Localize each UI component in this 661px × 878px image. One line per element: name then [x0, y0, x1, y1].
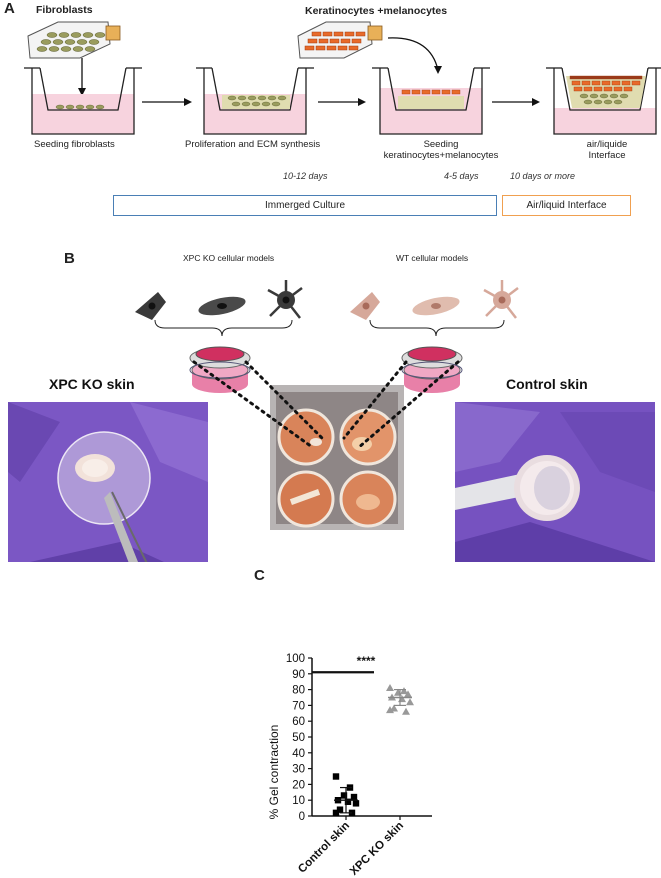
ko-models-label: XPC KO cellular models [183, 253, 275, 263]
data-point-xpc-ko [386, 706, 394, 714]
data-point-xpc-ko [386, 684, 394, 692]
y-tick-label: 60 [292, 716, 305, 728]
well-plate-photo [270, 385, 404, 530]
data-point-xpc-ko [406, 698, 414, 706]
dotted-connectors [192, 360, 460, 450]
panel-b-diagram [8, 280, 655, 562]
data-point-xpc-ko [402, 707, 410, 715]
data-point-xpc-ko [404, 690, 412, 698]
panel-a-letter: A [4, 0, 15, 17]
wt-brace [369, 319, 505, 337]
y-tick-label: 80 [292, 685, 305, 697]
panel-a-diagram [24, 21, 661, 135]
culture-insert-4 [546, 67, 661, 135]
y-tick-label: 100 [286, 653, 305, 665]
xpc-ko-skin-photo [8, 402, 208, 562]
step-label-3: Seeding keratinocytes+melanocytes [383, 139, 499, 161]
keratinocytes-melanocytes-label: Keratinocytes +melanocytes [305, 5, 448, 17]
culture-insert-3 [372, 67, 490, 135]
culture-insert-2 [196, 67, 314, 135]
y-tick-label: 50 [292, 732, 305, 744]
duration-seeding: 4-5 days [444, 171, 479, 181]
data-point-control [352, 800, 360, 807]
phase-box-immerged: Immerged Culture [113, 195, 497, 216]
x-tick-label: Control skin [296, 820, 352, 876]
data-point-control [350, 793, 358, 801]
duration-immerged: 10-12 days [283, 171, 328, 181]
step-label-4: air/liquide Interface [586, 139, 628, 161]
keratinocyte-flask-icon [297, 21, 383, 59]
ko-cell-icons [135, 280, 303, 320]
data-point-control [344, 798, 352, 805]
y-tick-label: 30 [292, 764, 305, 776]
fibroblasts-label: Fibroblasts [36, 4, 93, 16]
data-point-control [336, 806, 344, 813]
significance-label: **** [357, 654, 376, 668]
data-point-xpc-ko [400, 687, 408, 695]
culture-insert-1 [24, 67, 142, 135]
panel-b-letter: B [64, 250, 75, 267]
phase-box-air-liquid: Air/liquid Interface [502, 195, 631, 216]
y-axis-label: % Gel contraction [267, 725, 281, 820]
y-tick-label: 70 [292, 700, 305, 712]
y-tick-label: 20 [292, 779, 305, 791]
ko-insert-icon [189, 346, 251, 393]
control-skin-photo [455, 402, 655, 562]
data-point-control [332, 773, 340, 780]
step-label-2: Proliferation and ECM synthesis [185, 139, 321, 150]
ko-brace [154, 319, 293, 337]
data-point-control [332, 809, 340, 817]
y-tick-label: 10 [292, 795, 305, 807]
y-tick-label: 40 [292, 748, 305, 760]
step-label-1: Seeding fibroblasts [34, 139, 115, 150]
panel-c-letter: C [254, 567, 265, 584]
wt-models-label: WT cellular models [396, 253, 469, 263]
duration-air-liquid: 10 days or more [510, 171, 576, 181]
fibroblast-flask-icon [27, 21, 121, 59]
y-tick-label: 0 [299, 811, 305, 823]
x-tick-label: XPC KO skin [348, 820, 406, 877]
wt-cell-icons [350, 280, 519, 320]
y-tick-label: 90 [292, 669, 305, 681]
data-point-control [340, 792, 348, 799]
xpc-ko-skin-title: XPC KO skin [49, 376, 135, 392]
control-skin-title: Control skin [506, 376, 588, 392]
